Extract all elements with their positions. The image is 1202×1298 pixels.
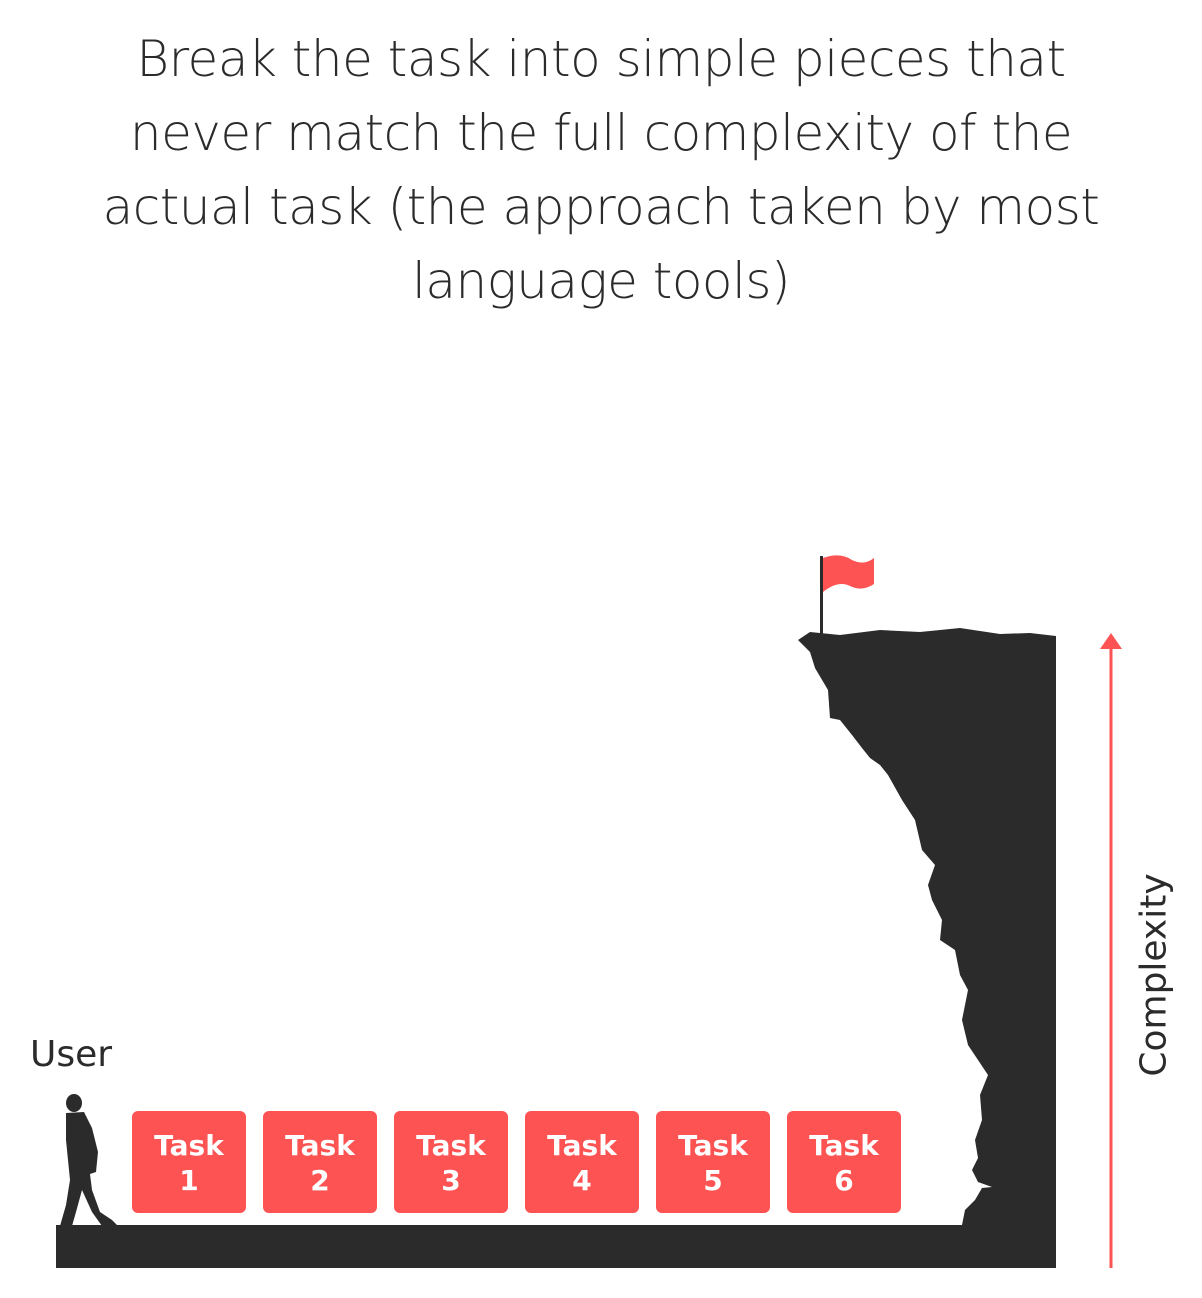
task-number: 5 xyxy=(703,1164,723,1197)
cliff-silhouette xyxy=(56,628,1056,1268)
task-label: Task xyxy=(809,1129,879,1162)
flag-pole xyxy=(820,556,823,636)
task-box-2: Task 2 xyxy=(263,1111,377,1213)
task-label: Task xyxy=(154,1129,224,1162)
task-box-3: Task 3 xyxy=(394,1111,508,1213)
task-number: 6 xyxy=(834,1164,854,1197)
task-box-4: Task 4 xyxy=(525,1111,639,1213)
task-number: 2 xyxy=(310,1164,330,1197)
task-label: Task xyxy=(416,1129,486,1162)
task-label: Task xyxy=(285,1129,355,1162)
user-label: User xyxy=(30,1034,113,1075)
task-number: 3 xyxy=(441,1164,461,1197)
task-number: 1 xyxy=(179,1164,199,1197)
complexity-axis-label: Complexity xyxy=(1133,873,1175,1077)
task-box-6: Task 6 xyxy=(787,1111,901,1213)
heading-line-3: actual task (the approach taken by most xyxy=(102,178,1100,236)
heading-line-2: never match the full complexity of the xyxy=(129,104,1073,162)
heading-line-4: language tools) xyxy=(412,252,790,310)
task-box-1: Task 1 xyxy=(132,1111,246,1213)
task-number: 4 xyxy=(572,1164,592,1197)
walking-person-icon xyxy=(60,1094,118,1226)
heading-line-1: Break the task into simple pieces that xyxy=(136,30,1066,88)
red-flag-icon xyxy=(823,555,874,592)
up-arrow-icon xyxy=(1100,633,1122,649)
diagram-heading: Break the task into simple pieces that n… xyxy=(100,22,1102,318)
task-box-5: Task 5 xyxy=(656,1111,770,1213)
task-label: Task xyxy=(547,1129,617,1162)
task-label: Task xyxy=(678,1129,748,1162)
